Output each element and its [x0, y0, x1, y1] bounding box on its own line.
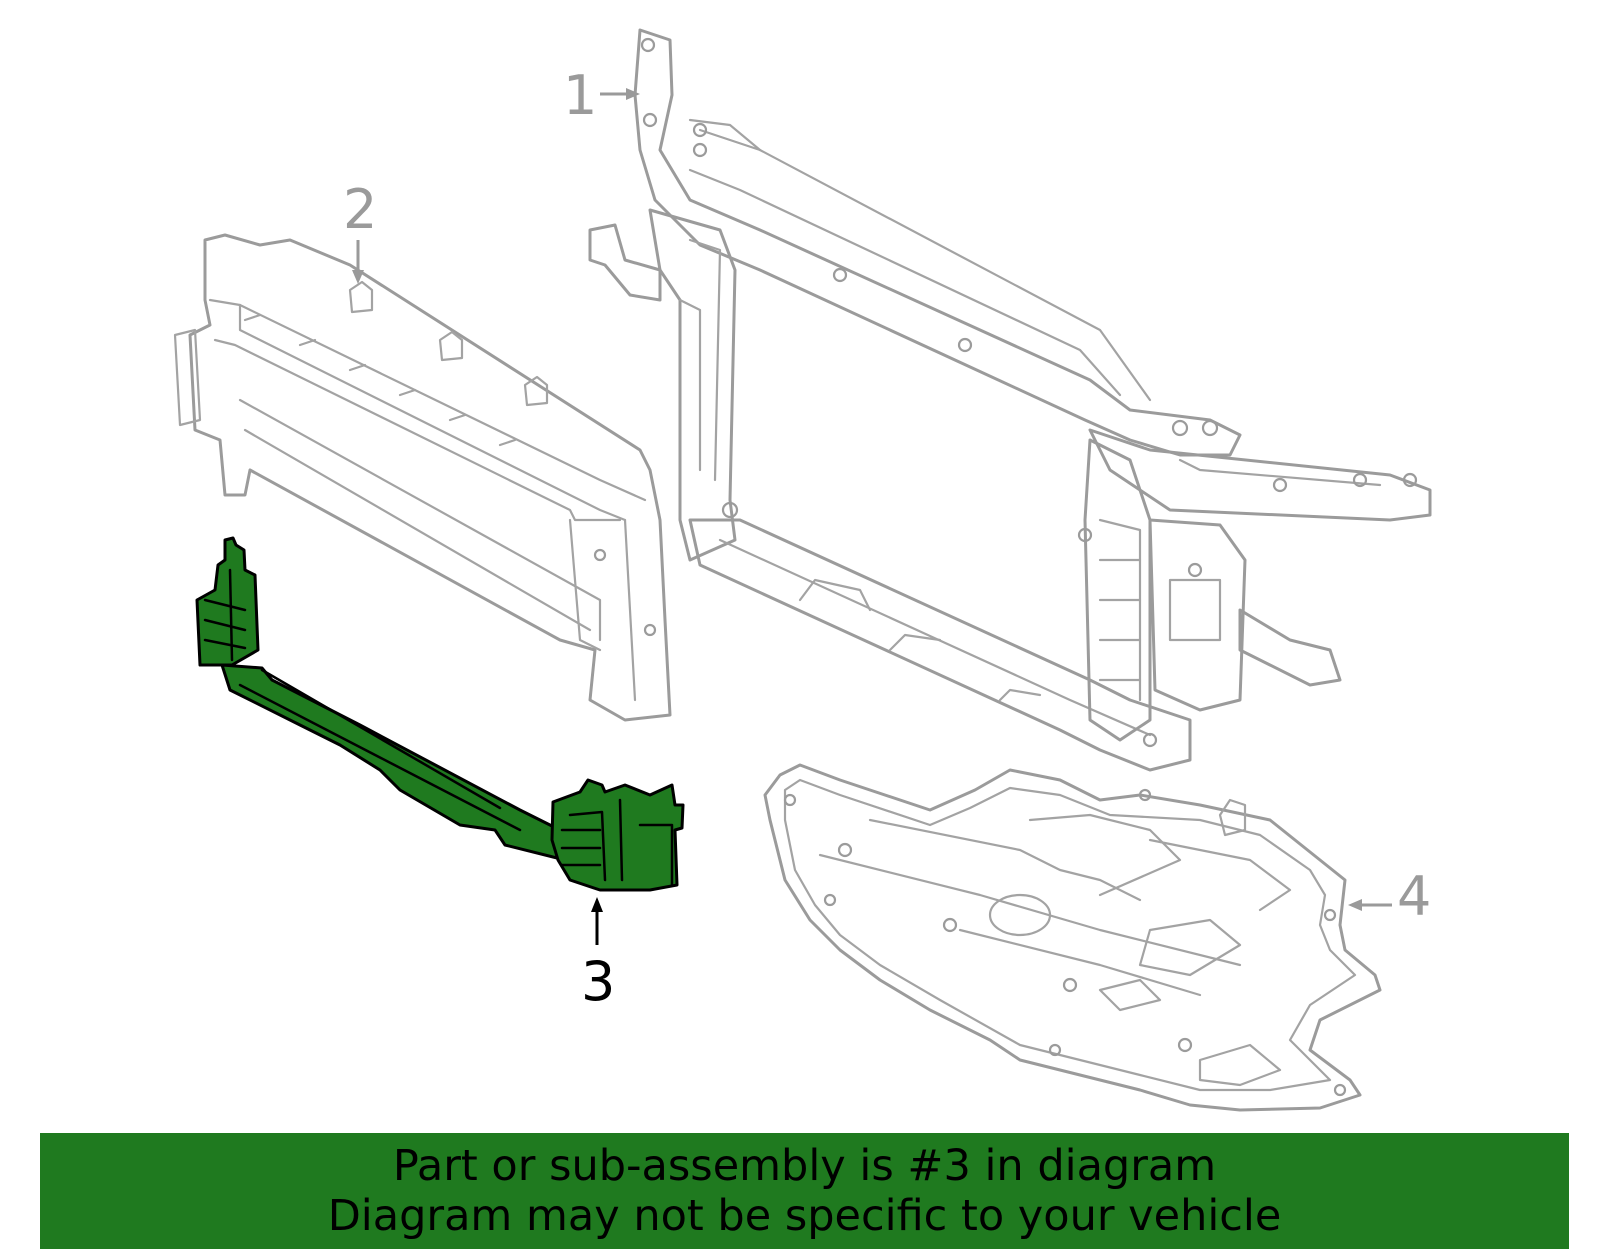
- callout-arrow-4: [1348, 899, 1392, 911]
- parts-diagram: 1 2 3 4: [173, 28, 1432, 1112]
- part-3-lower-deflector[interactable]: [195, 536, 685, 892]
- callout-label-1: 1: [563, 64, 597, 127]
- callout-label-4: 4: [1397, 865, 1431, 928]
- part-1-radiator-support[interactable]: [588, 28, 1432, 772]
- callout-arrow-1: [600, 88, 640, 100]
- banner-line-disclaimer: Diagram may not be specific to your vehi…: [327, 1191, 1282, 1241]
- callout-arrow-2: [352, 240, 364, 284]
- part-2-upper-deflector[interactable]: [173, 233, 672, 722]
- callout-arrow-3: [591, 897, 603, 945]
- info-banner: Part or sub-assembly is #3 in diagram Di…: [40, 1133, 1569, 1249]
- part-4-under-cover[interactable]: [763, 763, 1382, 1112]
- banner-line-part-number: Part or sub-assembly is #3 in diagram: [392, 1141, 1217, 1191]
- callout-label-3: 3: [581, 950, 615, 1013]
- callout-label-2: 2: [343, 178, 377, 241]
